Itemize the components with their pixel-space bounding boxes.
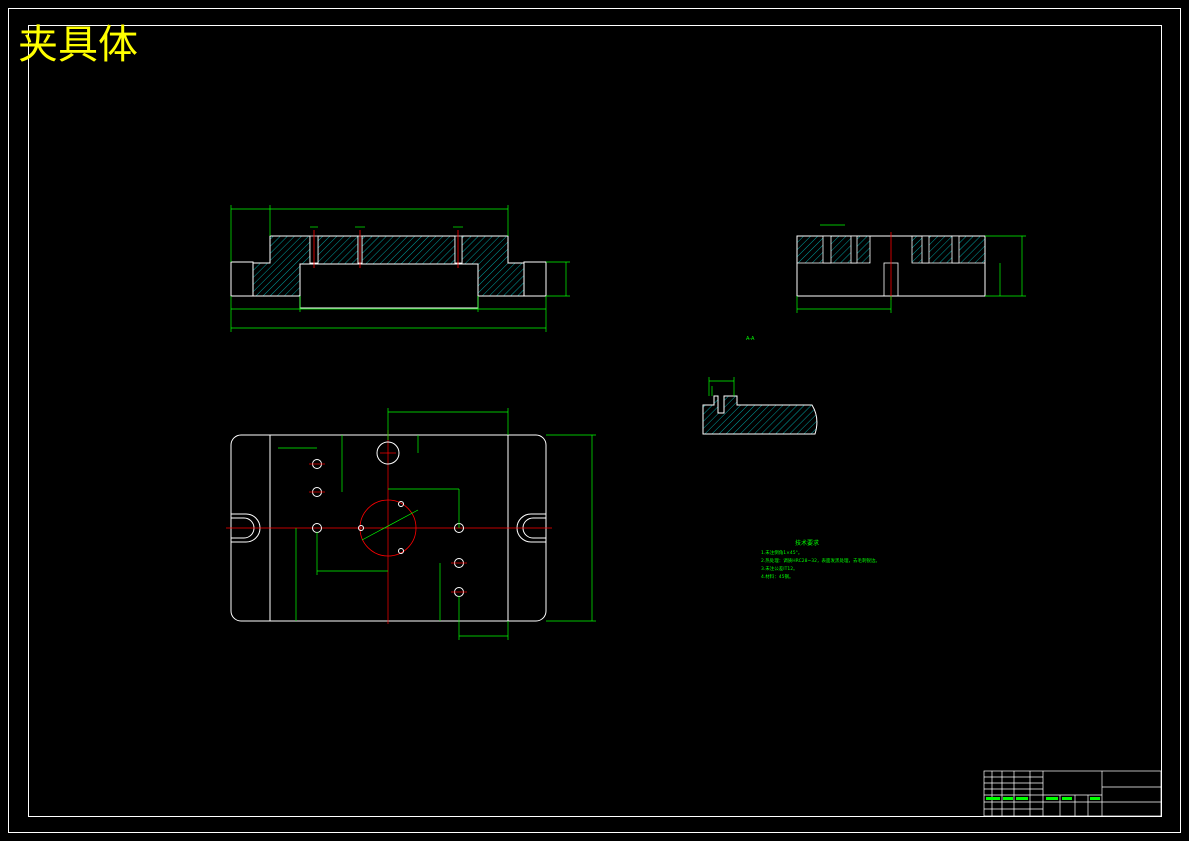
outer-frame [8,8,1181,833]
side-section-view [796,224,1026,313]
bolt-hole-icon [376,441,400,465]
tech-req-item: 4.材料：45钢。 [761,573,794,580]
tech-req-item: 2.热处理：调质HRC28~32，表面发黑处理，去毛刺锐边。 [761,557,880,564]
front-section-view [230,205,570,332]
tech-req-heading: 技术要求 [795,539,819,547]
technical-requirements: 技术要求 1.未注倒角1×45°。 2.热处理：调质HRC28~32，表面发黑处… [761,539,880,580]
center-mark-icon [309,452,467,593]
title-block [983,770,1162,817]
inner-frame [28,25,1162,817]
top-view [226,408,596,640]
tech-req-item: 3.未注公差IT12。 [761,565,798,572]
tech-req-item: 1.未注倒角1×45°。 [761,549,802,556]
detail-view [702,377,818,435]
drawing-title: 夹具体 [18,22,138,68]
section-label: A-A [746,336,755,342]
